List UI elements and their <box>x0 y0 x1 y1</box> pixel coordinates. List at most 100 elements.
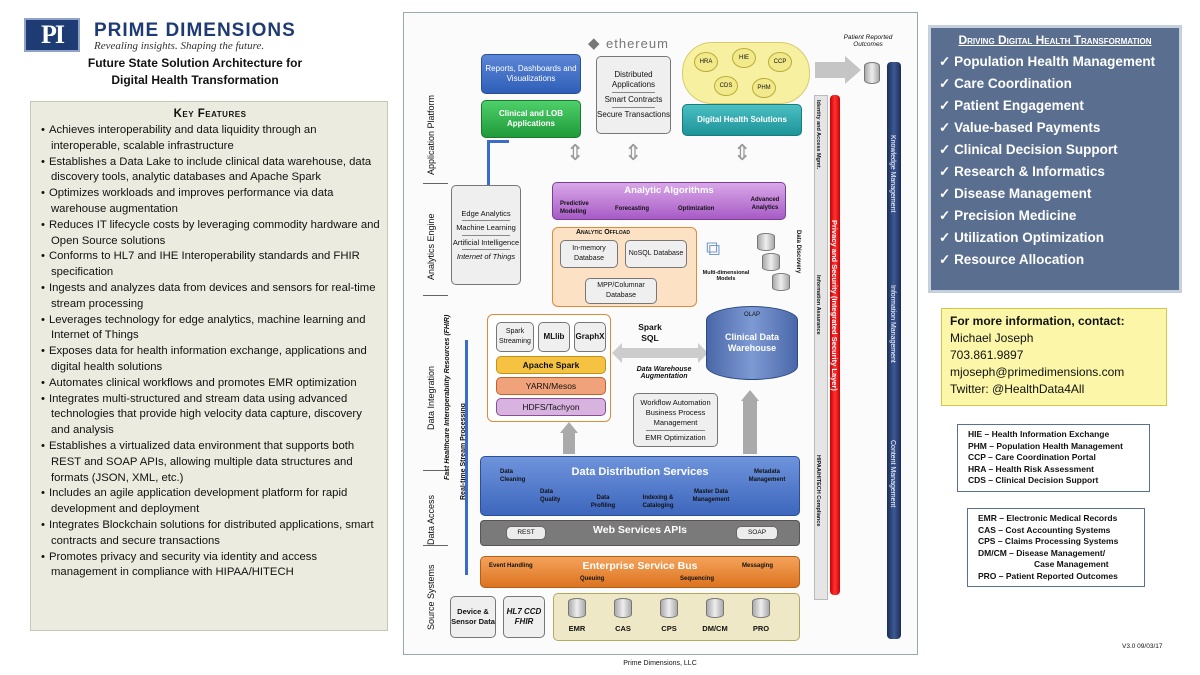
digital-health-box: Digital Health Solutions <box>682 104 802 136</box>
data-discovery-label: Data Discovery <box>795 230 801 274</box>
driving-item: ✓ Value-based Payments <box>939 117 1171 139</box>
key-feature-item: Establishes a virtualized data environme… <box>39 439 381 486</box>
driving-item: ✓ Utilization Optimization <box>939 227 1171 249</box>
analytic-algorithms-box: Analytic Algorithms <box>552 182 786 220</box>
key-feature-item: Reduces IT lifecycle costs by leveraging… <box>39 218 381 250</box>
layer-divider <box>423 470 448 471</box>
source-db-icon <box>752 598 770 618</box>
edge-analytics-box: Edge Analytics Machine Learning Artifici… <box>451 185 521 285</box>
cdw-label: Clinical Data Warehouse <box>724 332 780 353</box>
driving-item-label: Value-based Payments <box>954 120 1101 135</box>
up-arrow <box>743 400 757 454</box>
key-feature-item: Integrates Blockchain solutions for dist… <box>39 518 381 550</box>
inmemory-db-box: In-memory Database <box>560 240 618 268</box>
driving-item: ✓ Patient Engagement <box>939 95 1171 117</box>
dds-quality: Data Quality <box>540 489 561 503</box>
contact-email[interactable]: mjoseph@primedimensions.com <box>950 365 1125 379</box>
key-features-title: Key Features <box>173 108 247 120</box>
company-logo: PI <box>24 18 80 52</box>
layer-analytics-engine: Analytics Engine <box>426 213 436 280</box>
ethereum-label: ethereum <box>606 36 669 51</box>
distributed-apps-box: Distributed Applications Smart Contracts… <box>596 56 671 134</box>
cubes-icon: ⧉ <box>706 238 721 260</box>
esb-title: Enterprise Service Bus <box>582 560 698 572</box>
driving-item: ✓ Resource Allocation <box>939 249 1171 271</box>
privacy-label: Privacy and Security (Integrated Securit… <box>830 220 839 391</box>
driving-item: ✓ Research & Informatics <box>939 161 1171 183</box>
analytic-offload-title: Analytic Offload <box>576 229 630 236</box>
abbreviation-item: EMR – Electronic Medical Records <box>978 513 1118 523</box>
abbreviation-item: PRO – Patient Reported Outcomes <box>978 570 1118 581</box>
soap-box: SOAP <box>736 526 778 540</box>
hl7-box: HL7 CCD FHIR <box>503 596 545 638</box>
check-icon: ✓ <box>939 142 955 157</box>
check-icon: ✓ <box>939 252 955 267</box>
driving-item: ✓ Care Coordination <box>939 73 1171 95</box>
mpp-db-box: MPP/Columnar Database <box>585 278 657 304</box>
outcomes-arrow-head <box>845 56 861 84</box>
augmentation-arrow-head <box>612 343 622 363</box>
driving-item-label: Population Health Management <box>954 54 1156 69</box>
abbreviation-item: CPS – Claims Processing Systems <box>978 536 1119 546</box>
db-icon <box>762 253 780 271</box>
oval-cds: CDS <box>714 76 738 96</box>
layer-divider <box>423 295 448 296</box>
clinical-data-warehouse-cylinder <box>706 306 798 380</box>
mllib-box: MLlib <box>538 322 570 352</box>
info-assurance-label: Information Assurance <box>815 275 821 335</box>
key-feature-item: Integrates multi-structured and stream d… <box>39 392 381 439</box>
data-distribution-services-box <box>480 456 800 516</box>
check-icon: ✓ <box>939 164 955 179</box>
driving-item-label: Resource Allocation <box>954 252 1085 267</box>
source-label: CPS <box>661 624 677 633</box>
layer-divider <box>423 545 448 546</box>
check-icon: ✓ <box>939 54 955 69</box>
abbreviation-item: Case Management <box>1034 559 1109 569</box>
driving-item-label: Research & Informatics <box>954 164 1105 179</box>
abbreviation-item: CDS – Clinical Decision Support <box>968 475 1099 485</box>
driving-item: ✓ Clinical Decision Support <box>939 139 1171 161</box>
check-icon: ✓ <box>939 230 955 245</box>
edge-arrow <box>487 140 490 186</box>
augmentation-arrow <box>620 348 700 358</box>
outcomes-db-icon <box>864 62 880 84</box>
source-db-icon <box>614 598 632 618</box>
graphx-box: GraphX <box>574 322 606 352</box>
outcomes-arrow <box>815 62 845 78</box>
source-db-icon <box>568 598 586 618</box>
contact-twitter[interactable]: Twitter: @HealthData4All <box>950 382 1085 396</box>
ethereum-icon: ◆ <box>588 35 600 52</box>
esb-queuing: Queuing <box>580 576 605 582</box>
source-db-icon <box>706 598 724 618</box>
abbreviation-item: HRA – Health Risk Assessment <box>968 463 1094 474</box>
augmentation-arrow-head <box>698 343 708 363</box>
abbreviation-item: HIE – Health Information Exchange <box>968 429 1110 439</box>
double-arrow-icon: ⇕ <box>624 140 643 165</box>
dds-master: Master Data Management <box>692 489 730 503</box>
brand-tagline: Revealing insights. Shaping the future. <box>94 40 265 52</box>
multidim-label: Multi-dimensional Models <box>702 270 750 282</box>
identity-label: Identity and Access Mgmt. <box>815 100 821 170</box>
yarn-box: YARN/Mesos <box>496 377 606 395</box>
driving-item-label: Precision Medicine <box>954 208 1077 223</box>
apache-spark-box: Apache Spark <box>496 356 606 374</box>
layer-data-integration: Data Integration <box>426 365 436 430</box>
layer-application-platform: Application Platform <box>426 94 436 175</box>
contact-phone: 703.861.9897 <box>950 348 1024 362</box>
enterprise-service-bus-box <box>480 556 800 588</box>
driving-item-label: Disease Management <box>954 186 1092 201</box>
version-label: V3.0 09/03/17 <box>1122 643 1163 650</box>
abbreviation-item: CCP – Care Coordination Portal <box>968 452 1096 462</box>
wsa-title: Web Services APIs <box>593 524 687 536</box>
edge-arrow <box>487 140 509 143</box>
check-icon: ✓ <box>939 120 955 135</box>
hipaa-label: HIPAA/HITECH Compliance <box>815 455 821 527</box>
key-features-panel: Key Features Achieves interoperability a… <box>30 101 388 631</box>
patient-reported-label: Patient Reported Outcomes <box>843 34 893 48</box>
driving-item-label: Utilization Optimization <box>954 230 1105 245</box>
nosql-db-box: NoSQL Database <box>625 240 687 268</box>
key-feature-item: Establishes a Data Lake to include clini… <box>39 155 381 187</box>
